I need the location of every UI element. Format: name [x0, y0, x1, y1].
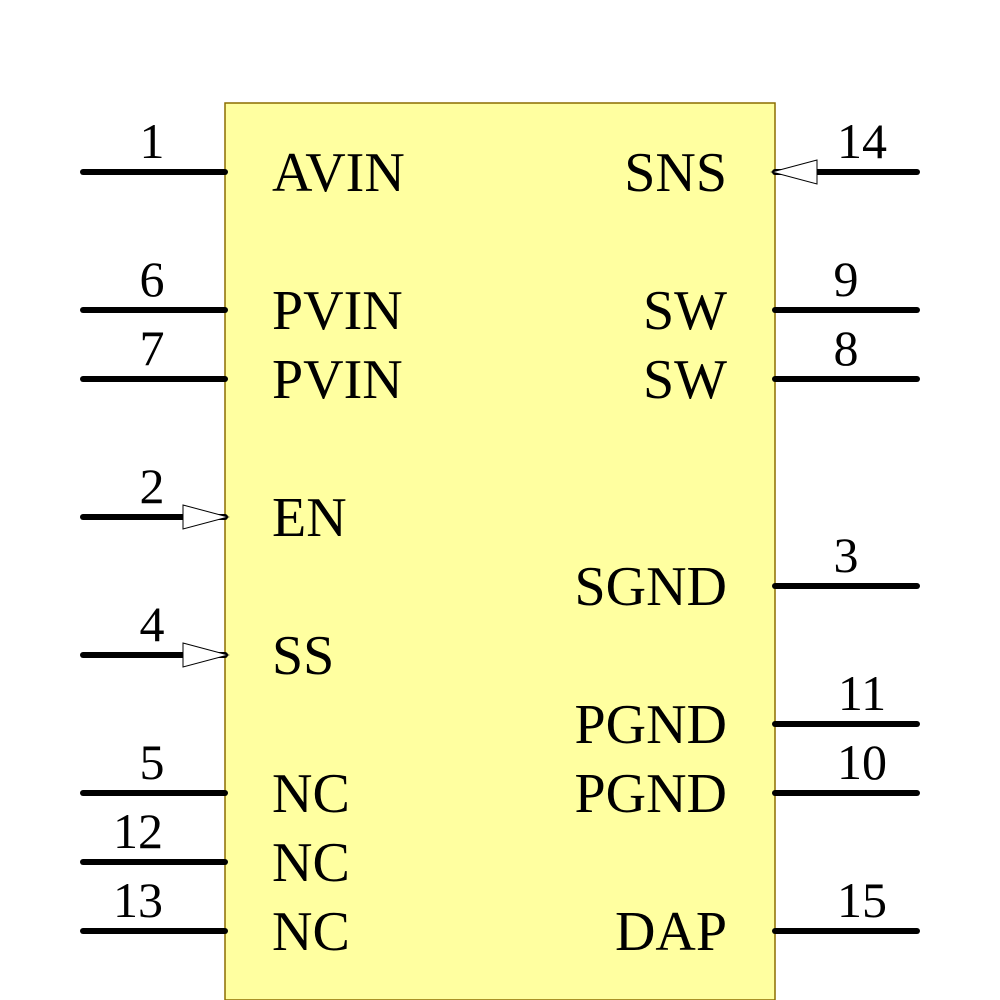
- pin-name: NC: [272, 832, 350, 894]
- pin-name: SGND: [575, 556, 727, 618]
- pin-name: PGND: [575, 763, 727, 825]
- pin-number: 14: [837, 113, 887, 169]
- pin-number: 10: [837, 734, 887, 790]
- pin-5: 5NC: [80, 734, 350, 825]
- pin-number: 8: [834, 320, 859, 376]
- pin-name: NC: [272, 763, 350, 825]
- pin-number: 6: [140, 251, 165, 307]
- pin-name: DAP: [615, 901, 727, 963]
- pin-name: SNS: [624, 142, 727, 204]
- pin-name: AVIN: [272, 142, 405, 204]
- pin-number: 3: [834, 527, 859, 583]
- pin-number: 13: [113, 872, 163, 928]
- pin-number: 1: [140, 113, 165, 169]
- input-arrow-icon: [182, 642, 230, 668]
- pin-name: SW: [643, 349, 727, 411]
- pin-number: 4: [140, 596, 165, 652]
- pin-4: 4SS: [80, 596, 334, 687]
- pin-number: 15: [837, 872, 887, 928]
- pin-name: PVIN: [272, 280, 403, 342]
- pin-number: 2: [140, 458, 165, 514]
- pin-number: 7: [140, 320, 165, 376]
- pin-2: 2EN: [80, 458, 347, 549]
- pin-number: 9: [834, 251, 859, 307]
- pin-9: 9SW: [643, 251, 920, 342]
- pin-8: 8SW: [643, 320, 920, 411]
- pin-number: 12: [113, 803, 163, 859]
- pin-number: 11: [838, 665, 886, 721]
- pin-number: 5: [140, 734, 165, 790]
- pin-name: PGND: [575, 694, 727, 756]
- pin-name: EN: [272, 487, 347, 549]
- input-arrow-icon: [770, 159, 818, 185]
- pin-name: SS: [272, 625, 334, 687]
- pins-group: 1AVIN6PVIN7PVIN2EN4SS5NC12NC13NC14SNS9SW…: [80, 113, 920, 963]
- pin-name: NC: [272, 901, 350, 963]
- pin-name: SW: [643, 280, 727, 342]
- component-body: [224, 102, 776, 1000]
- pin-name: PVIN: [272, 349, 403, 411]
- input-arrow-icon: [182, 504, 230, 530]
